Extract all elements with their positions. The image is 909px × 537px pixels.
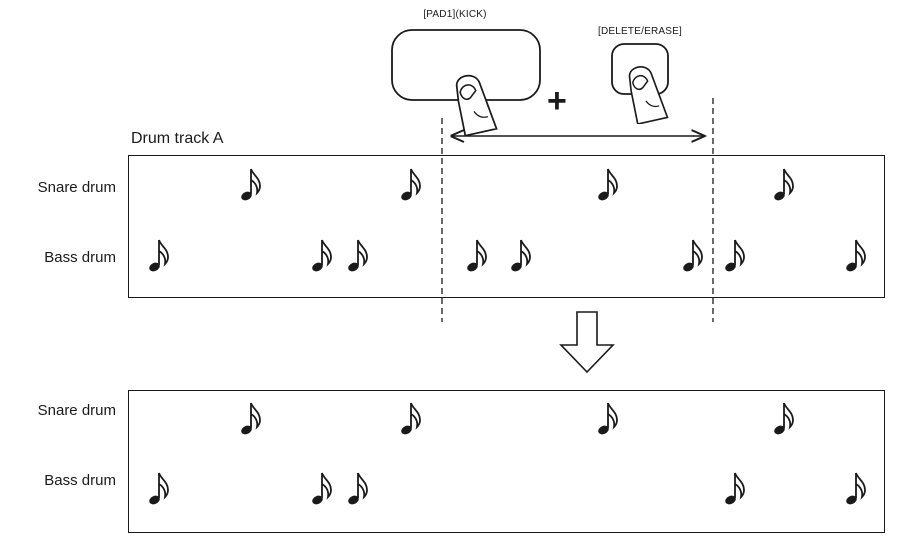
note-bass-after-4 bbox=[724, 472, 745, 506]
note-bass-before-2 bbox=[311, 239, 332, 273]
note-bass-before-6 bbox=[682, 239, 703, 273]
down-arrow-icon bbox=[559, 311, 615, 374]
note-bass-before-1 bbox=[148, 239, 169, 273]
note-bass-before-7 bbox=[724, 239, 745, 273]
delete-erase-label: [DELETE/ERASE] bbox=[598, 26, 682, 37]
note-snare-before-1 bbox=[240, 168, 261, 202]
note-bass-before-4 bbox=[466, 239, 487, 273]
note-bass-before-3 bbox=[347, 239, 368, 273]
note-bass-after-1 bbox=[148, 472, 169, 506]
note-snare-after-2 bbox=[400, 402, 421, 436]
drum-track-title: Drum track A bbox=[131, 130, 224, 147]
row-label-bass-after: Bass drum bbox=[44, 472, 116, 489]
note-snare-before-3 bbox=[597, 168, 618, 202]
row-label-bass-before: Bass drum bbox=[44, 249, 116, 266]
note-snare-before-2 bbox=[400, 168, 421, 202]
row-label-snare-after: Snare drum bbox=[37, 402, 116, 419]
note-snare-after-4 bbox=[773, 402, 794, 436]
note-bass-before-5 bbox=[510, 239, 531, 273]
note-snare-after-3 bbox=[597, 402, 618, 436]
row-label-snare-before: Snare drum bbox=[37, 179, 116, 196]
note-bass-after-2 bbox=[311, 472, 332, 506]
drum-track-panel-after bbox=[128, 390, 885, 533]
note-bass-after-3 bbox=[347, 472, 368, 506]
note-snare-before-4 bbox=[773, 168, 794, 202]
note-snare-after-1 bbox=[240, 402, 261, 436]
drum-track-panel-before bbox=[128, 155, 885, 298]
note-bass-after-5 bbox=[845, 472, 866, 506]
plus-sign: + bbox=[547, 82, 567, 120]
pad1-label: [PAD1](KICK) bbox=[423, 9, 487, 20]
note-bass-before-8 bbox=[845, 239, 866, 273]
